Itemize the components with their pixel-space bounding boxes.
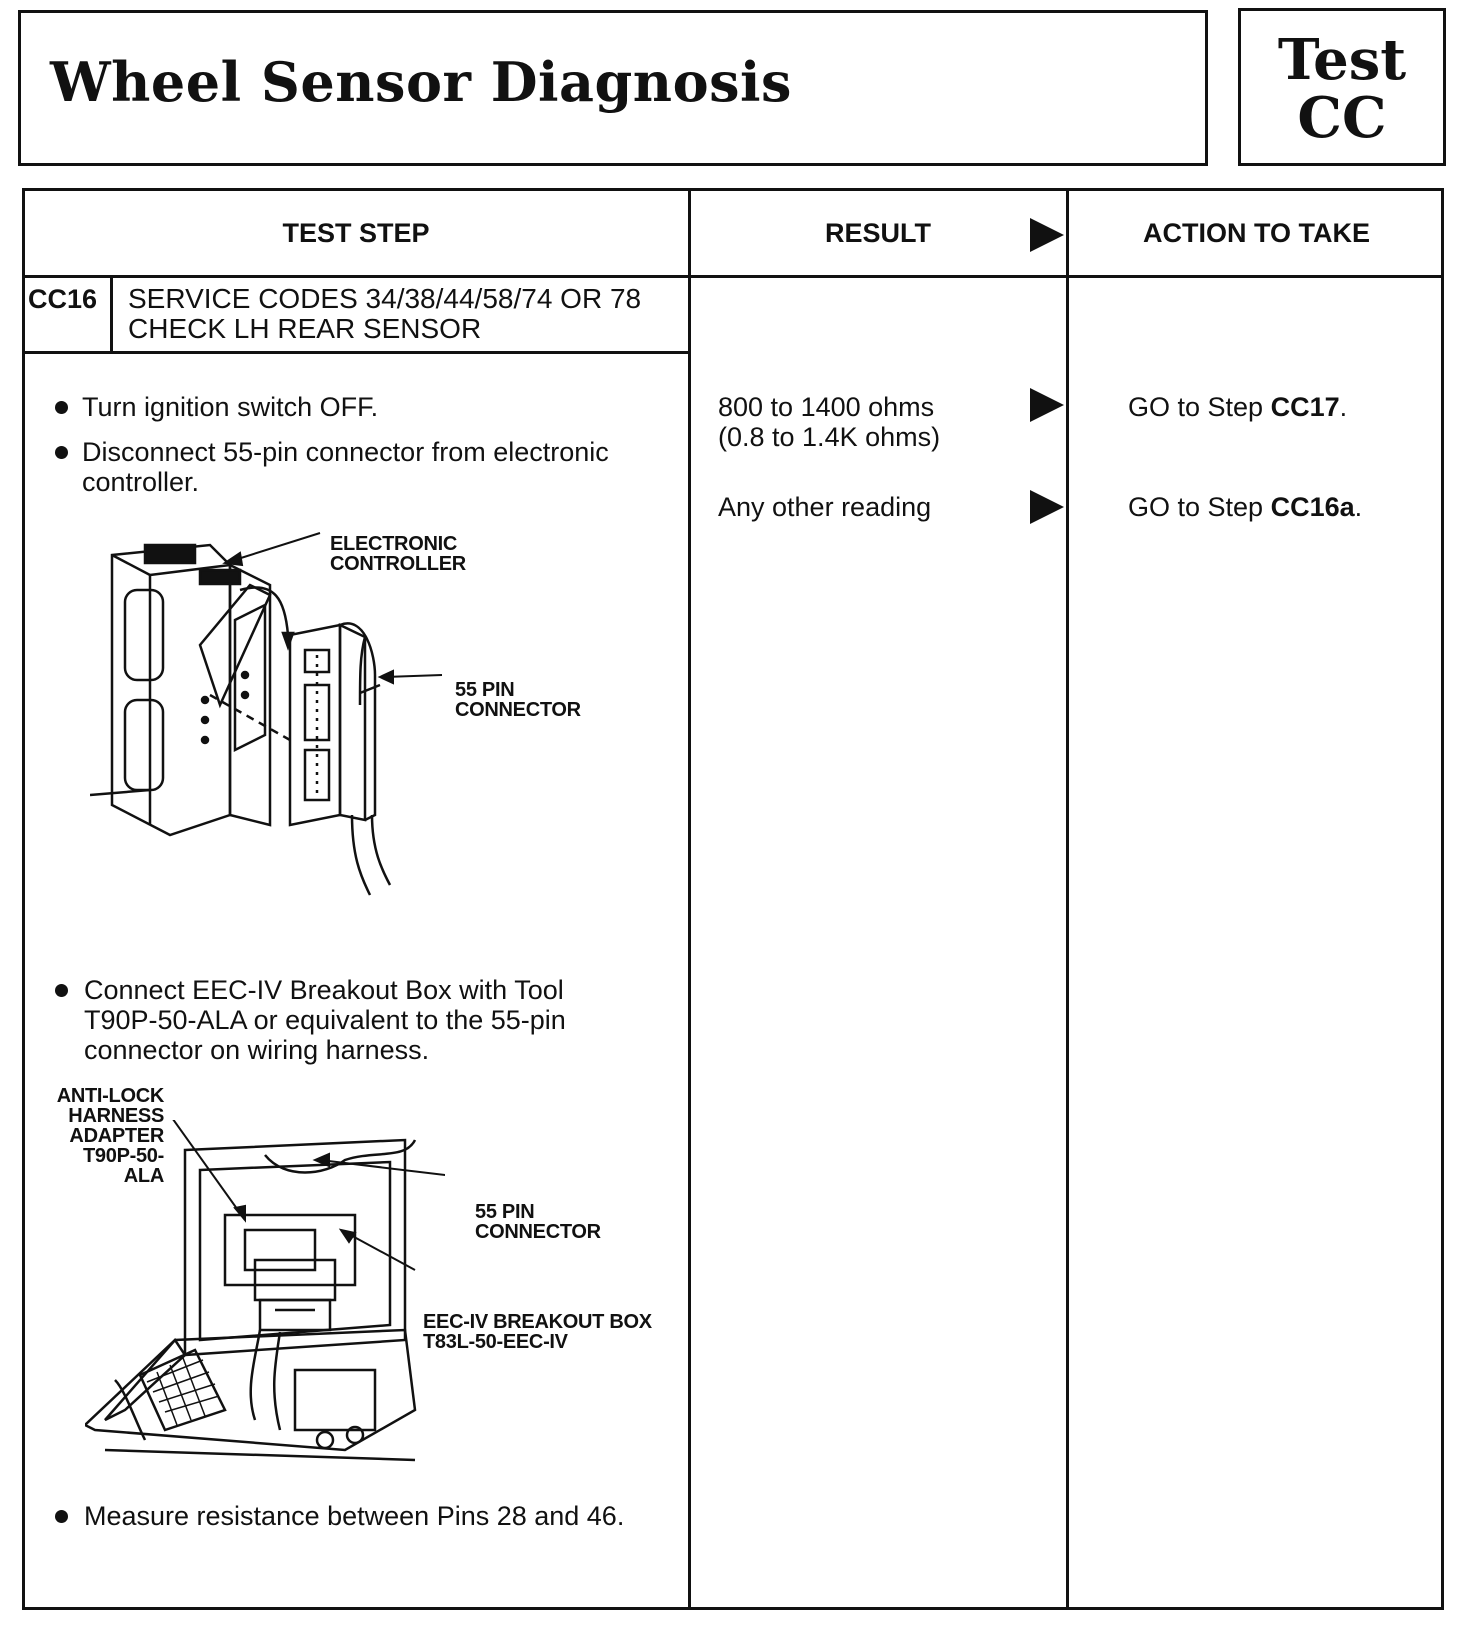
step-title-line: SERVICE CODES 34/38/44/58/74 OR 78 xyxy=(128,283,642,314)
step-id: CC16 xyxy=(28,284,98,314)
column-divider xyxy=(688,188,691,1610)
callout-line: ADAPTER xyxy=(69,1125,164,1147)
arrow-icon xyxy=(1030,218,1064,252)
callout-line: ANTI-LOCK xyxy=(56,1085,165,1107)
step-title-line: CHECK LH REAR SENSOR xyxy=(128,313,482,344)
controller-connector-illustration xyxy=(90,532,443,896)
bullet-icon xyxy=(55,984,68,997)
callout-line: EEC-IV BREAKOUT BOX xyxy=(423,1311,652,1333)
controller-callout: ELECTRONIC CONTROLLER xyxy=(330,534,466,574)
result-item: Any other reading xyxy=(718,492,931,522)
column-divider xyxy=(1066,188,1069,1610)
result-line: 800 to 1400 ohms xyxy=(718,392,935,422)
callout-line: CONNECTOR xyxy=(455,699,581,721)
callout-line: T83L-50-EEC-IV xyxy=(423,1331,568,1353)
page-title: Wheel Sensor Diagnosis xyxy=(50,50,792,114)
action-prefix: GO to Step xyxy=(1128,392,1271,422)
instruction-line: Disconnect 55-pin connector from electro… xyxy=(82,437,609,467)
connector-callout: 55 PIN CONNECTOR xyxy=(455,680,581,720)
header-action: ACTION TO TAKE xyxy=(1143,218,1370,248)
instruction-line: Turn ignition switch OFF. xyxy=(82,392,379,422)
breakout-box-callout: EEC-IV BREAKOUT BOX T83L-50-EEC-IV xyxy=(423,1312,652,1352)
bullet-icon xyxy=(55,1510,68,1523)
header-test-step: TEST STEP xyxy=(282,218,430,248)
test-id-box: Test CC xyxy=(1238,8,1446,166)
connector-callout: 55 PIN CONNECTOR xyxy=(475,1202,601,1242)
test-code: CC xyxy=(1297,85,1387,151)
callout-line: T90P-50-ALA xyxy=(83,1145,164,1187)
result-item: 800 to 1400 ohms (0.8 to 1.4K ohms) xyxy=(718,392,940,452)
step-title: SERVICE CODES 34/38/44/58/74 OR 78 CHECK… xyxy=(128,284,641,344)
instruction-line: Measure resistance between Pins 28 and 4… xyxy=(84,1501,625,1531)
instruction-item: Disconnect 55-pin connector from electro… xyxy=(82,437,609,497)
instruction-item: Connect EEC-IV Breakout Box with Tool T9… xyxy=(84,975,566,1065)
callout-line: CONNECTOR xyxy=(475,1221,601,1243)
breakout-box-illustration xyxy=(85,1120,445,1462)
result-line: Any other reading xyxy=(718,492,932,522)
instruction-line: controller. xyxy=(82,467,200,497)
action-item: GO to Step CC16a. xyxy=(1128,492,1362,522)
bullet-icon xyxy=(55,401,68,414)
callout-line: HARNESS xyxy=(68,1105,164,1127)
step-id-divider xyxy=(110,275,113,353)
arrow-icon xyxy=(1030,388,1064,422)
title-box xyxy=(18,10,1208,166)
instruction-item: Measure resistance between Pins 28 and 4… xyxy=(84,1501,624,1531)
test-label: Test xyxy=(1277,27,1407,93)
callout-line: 55 PIN xyxy=(455,679,515,701)
header-result: RESULT xyxy=(825,218,931,248)
header-rule xyxy=(22,275,1444,278)
diagnosis-table xyxy=(22,188,1444,1610)
action-step-ref: CC17 xyxy=(1270,392,1340,422)
instruction-item: Turn ignition switch OFF. xyxy=(82,392,378,422)
action-item: GO to Step CC17. xyxy=(1128,392,1347,422)
instruction-line: connector on wiring harness. xyxy=(84,1035,430,1065)
action-step-ref: CC16a xyxy=(1270,492,1355,522)
step-title-rule xyxy=(22,351,690,354)
instruction-line: T90P-50-ALA or equivalent to the 55-pin xyxy=(84,1005,566,1035)
result-line: (0.8 to 1.4K ohms) xyxy=(718,422,941,452)
bullet-icon xyxy=(55,446,68,459)
action-suffix: . xyxy=(1354,492,1363,522)
adapter-callout: ANTI-LOCK HARNESS ADAPTER T90P-50-ALA xyxy=(44,1085,165,1187)
instruction-line: Connect EEC-IV Breakout Box with Tool xyxy=(84,975,564,1005)
callout-line: ELECTRONIC xyxy=(330,533,458,555)
action-suffix: . xyxy=(1339,392,1348,422)
callout-line: CONTROLLER xyxy=(330,553,466,575)
callout-line: 55 PIN xyxy=(475,1201,535,1223)
arrow-icon xyxy=(1030,490,1064,524)
action-prefix: GO to Step xyxy=(1128,492,1271,522)
